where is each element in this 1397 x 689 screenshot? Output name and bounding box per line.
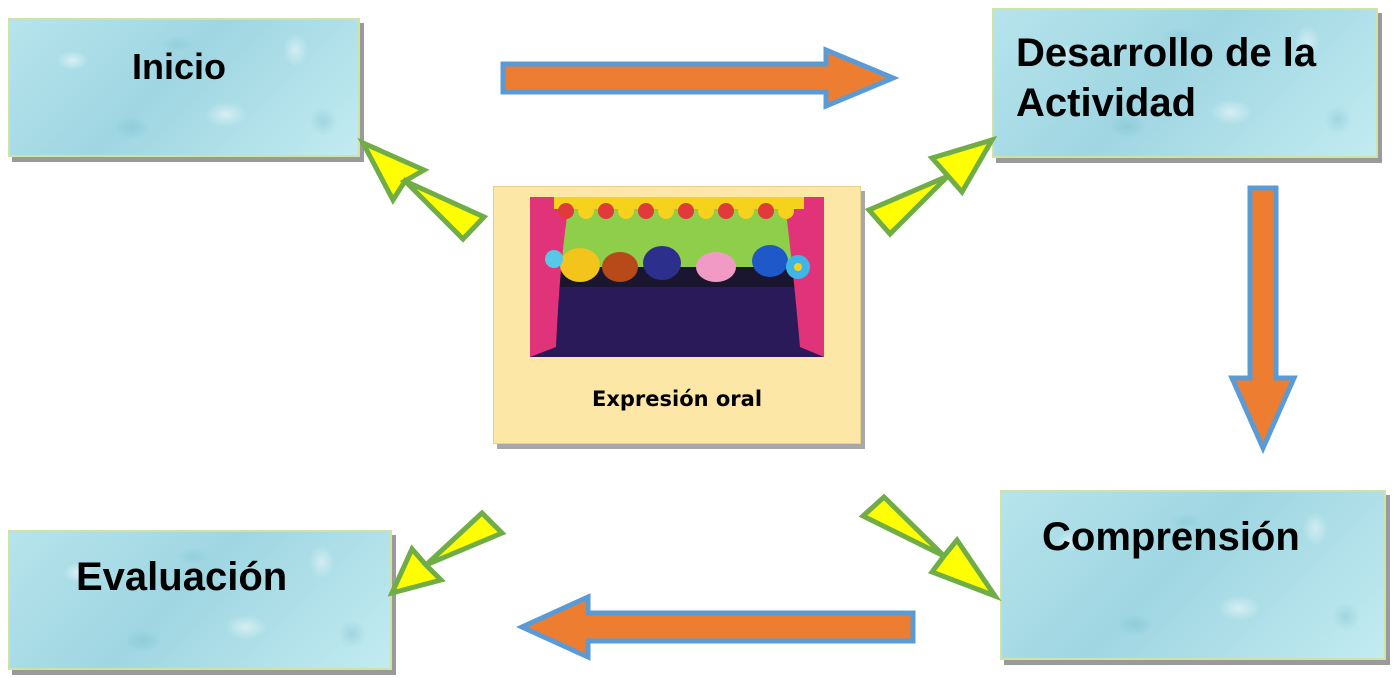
- box-evaluacion: Evaluación: [8, 530, 392, 670]
- box-inicio-label: Inicio: [132, 46, 227, 87]
- center-panel: Expresión oral: [493, 186, 861, 444]
- box-desarrollo-label: Desarrollo de la Actividad: [1016, 31, 1317, 125]
- box-comprension-label: Comprensión: [1042, 515, 1300, 559]
- puppet-theater-photo: [530, 197, 824, 357]
- arrow-down-icon: [1228, 185, 1298, 455]
- box-evaluacion-label: Evaluación: [76, 555, 288, 599]
- box-comprension: Comprensión: [1000, 490, 1386, 660]
- center-caption: Expresión oral: [591, 387, 763, 411]
- box-desarrollo: Desarrollo de la Actividad: [992, 8, 1378, 158]
- arrow-down-right-icon: [858, 493, 1002, 602]
- arrow-up-left-icon: [357, 137, 489, 243]
- arrow-left-icon: [515, 593, 916, 661]
- arrow-right-icon: [500, 46, 900, 110]
- box-inicio: Inicio: [8, 18, 360, 157]
- arrow-down-left-icon: [387, 509, 507, 597]
- arrow-up-right-icon: [864, 135, 998, 238]
